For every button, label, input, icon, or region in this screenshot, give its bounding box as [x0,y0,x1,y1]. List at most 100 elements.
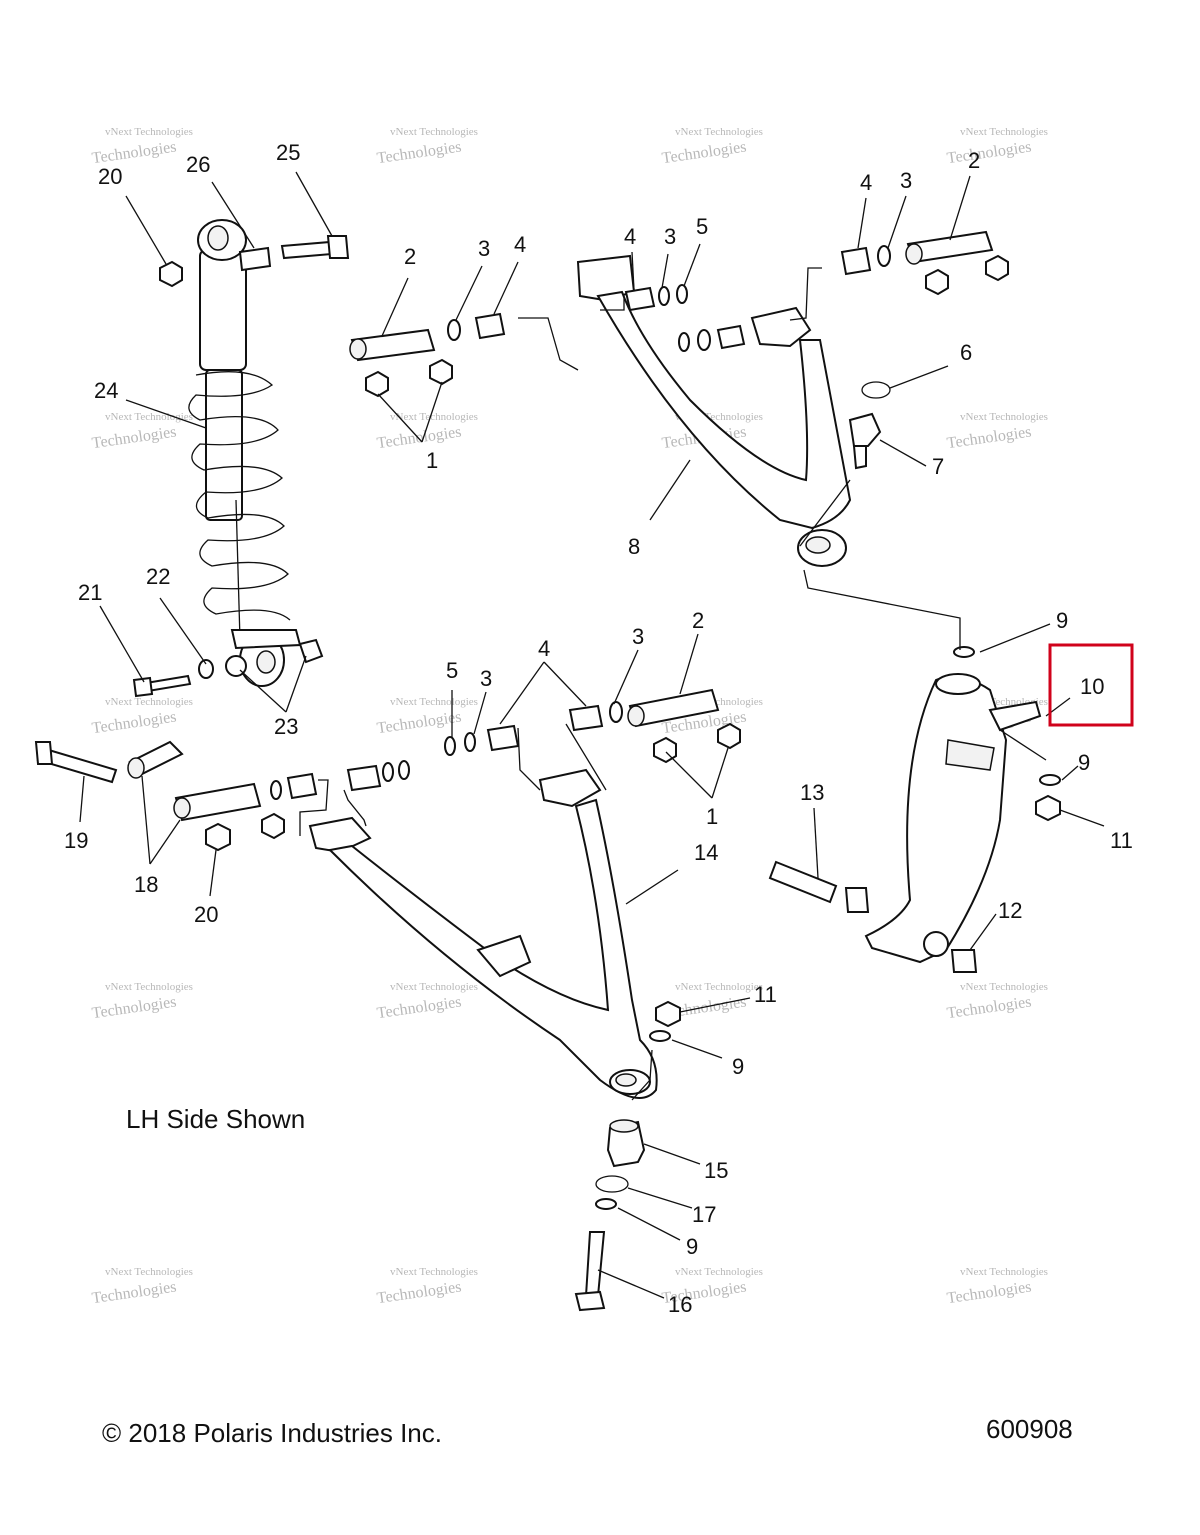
leader-lines [79,171,1105,1299]
svg-text:Technologies: Technologies [376,708,463,737]
nuts-1-upper[interactable] [365,358,453,398]
callout-6: 6 [960,340,972,365]
callout-labels: 20 26 25 24 22 21 23 2 3 4 1 4 3 5 4 3 2… [64,140,1133,1317]
sleeve-13[interactable] [768,860,838,904]
callout-24: 24 [94,378,118,403]
washer-3-upper-left[interactable] [447,319,461,341]
ball-joint-15[interactable] [606,1119,646,1168]
washer-22[interactable] [198,659,214,679]
washer-9-lower[interactable] [649,1030,671,1042]
callout-9: 9 [686,1234,698,1259]
callout-5: 5 [446,658,458,683]
svg-text:Technologies: Technologies [946,1278,1033,1307]
nut-11-lower[interactable] [655,1000,681,1028]
callout-22: 22 [146,564,170,589]
pin-2-upper-left[interactable] [349,328,436,362]
svg-text:Technologies: Technologies [376,1278,463,1307]
callout-4: 4 [538,636,550,661]
callout-9: 9 [1078,750,1090,775]
callout-20: 20 [98,164,122,189]
pin-2-lower[interactable] [627,688,720,728]
bushing-13-small[interactable] [844,887,870,913]
nut-20-lower[interactable] [205,822,231,852]
svg-text:vNext Technologies: vNext Technologies [390,1266,478,1278]
callout-4: 4 [624,224,636,249]
watermark: vNext Technologies Technologies [946,981,1048,1022]
svg-text:Technologies: Technologies [91,708,178,737]
callout-9: 9 [1056,608,1068,633]
bushing-4-upper-right[interactable] [840,246,872,276]
upper-a-arm[interactable] [576,254,852,567]
shock-absorber[interactable] [188,219,302,687]
diagram-number: 600908 [986,1414,1073,1444]
assembly-lines [299,267,1047,1101]
callout-5: 5 [696,214,708,239]
callout-10: 10 [1080,674,1104,699]
callout-4: 4 [514,232,526,257]
watermark: vNext Technologies Technologies [91,411,193,452]
watermark: vNext Technologies Technologies [376,696,478,737]
washer-9-spindle-side[interactable] [1039,774,1061,786]
callout-17: 17 [692,1202,716,1227]
callout-8: 8 [628,534,640,559]
nuts-upper-right[interactable] [925,254,1009,296]
watermark: vNext Technologies Technologies [376,411,478,452]
callout-4: 4 [860,170,872,195]
pin-2-upper-right[interactable] [905,230,994,265]
callout-3: 3 [632,624,644,649]
svg-text:vNext Technologies: vNext Technologies [675,981,763,993]
svg-text:vNext Technologies: vNext Technologies [390,696,478,708]
svg-text:vNext Technologies: vNext Technologies [105,126,193,138]
bolt-19[interactable] [34,741,118,784]
svg-text:Technologies: Technologies [91,993,178,1022]
svg-text:vNext Technologies: vNext Technologies [390,411,478,423]
callout-2: 2 [404,244,416,269]
watermark: vNext Technologies Technologies [376,1266,478,1307]
callout-9: 9 [732,1054,744,1079]
bolt-25[interactable] [280,235,350,260]
bolt-16[interactable] [574,1231,606,1312]
svg-text:Technologies: Technologies [661,138,748,167]
bushing-4-upper-left[interactable] [474,312,506,340]
ball-joint-7[interactable] [848,412,882,470]
callout-3: 3 [664,224,676,249]
nut-20-top[interactable] [159,260,183,288]
callout-3: 3 [478,236,490,261]
svg-text:Technologies: Technologies [376,138,463,167]
svg-text:vNext Technologies: vNext Technologies [390,126,478,138]
highlight-box-part-10 [1048,643,1134,727]
callout-7: 7 [932,454,944,479]
bushing-12[interactable] [950,949,978,973]
washer-9-bottom[interactable] [595,1198,617,1210]
svg-text:vNext Technologies: vNext Technologies [960,1266,1048,1278]
svg-text:vNext Technologies: vNext Technologies [105,411,193,423]
washer-3-upper-right[interactable] [877,245,891,267]
retaining-ring-6[interactable] [861,381,891,399]
watermark: vNext Technologies Technologies [946,1266,1048,1307]
callout-2: 2 [968,148,980,173]
callout-11: 11 [754,982,777,1007]
bolt-21[interactable] [132,674,192,698]
watermark: vNext Technologies Technologies [91,696,193,737]
spindle[interactable] [864,673,1042,964]
nut-11-spindle[interactable] [1035,794,1061,822]
svg-text:vNext Technologies: vNext Technologies [960,126,1048,138]
svg-text:Technologies: Technologies [946,993,1033,1022]
links-18[interactable] [127,740,262,822]
lower-a-arm[interactable] [308,768,658,1099]
callout-26: 26 [186,152,210,177]
nuts-1-lower[interactable] [653,722,741,764]
svg-text:Technologies: Technologies [946,423,1033,452]
washer-9-spindle-top[interactable] [953,646,975,658]
lower-left-bushings[interactable] [261,760,410,840]
lower-center-bushings[interactable] [444,701,623,756]
bushing-26[interactable] [238,246,272,272]
watermark: vNext Technologies Technologies [91,981,193,1022]
upper-arm-bushings-center[interactable] [624,284,746,352]
callout-21: 21 [78,580,102,605]
svg-text:vNext Technologies: vNext Technologies [960,411,1048,423]
retaining-ring-17[interactable] [595,1175,629,1193]
svg-text:vNext Technologies: vNext Technologies [105,696,193,708]
callout-23: 23 [274,714,298,739]
callout-11: 11 [1110,828,1133,853]
